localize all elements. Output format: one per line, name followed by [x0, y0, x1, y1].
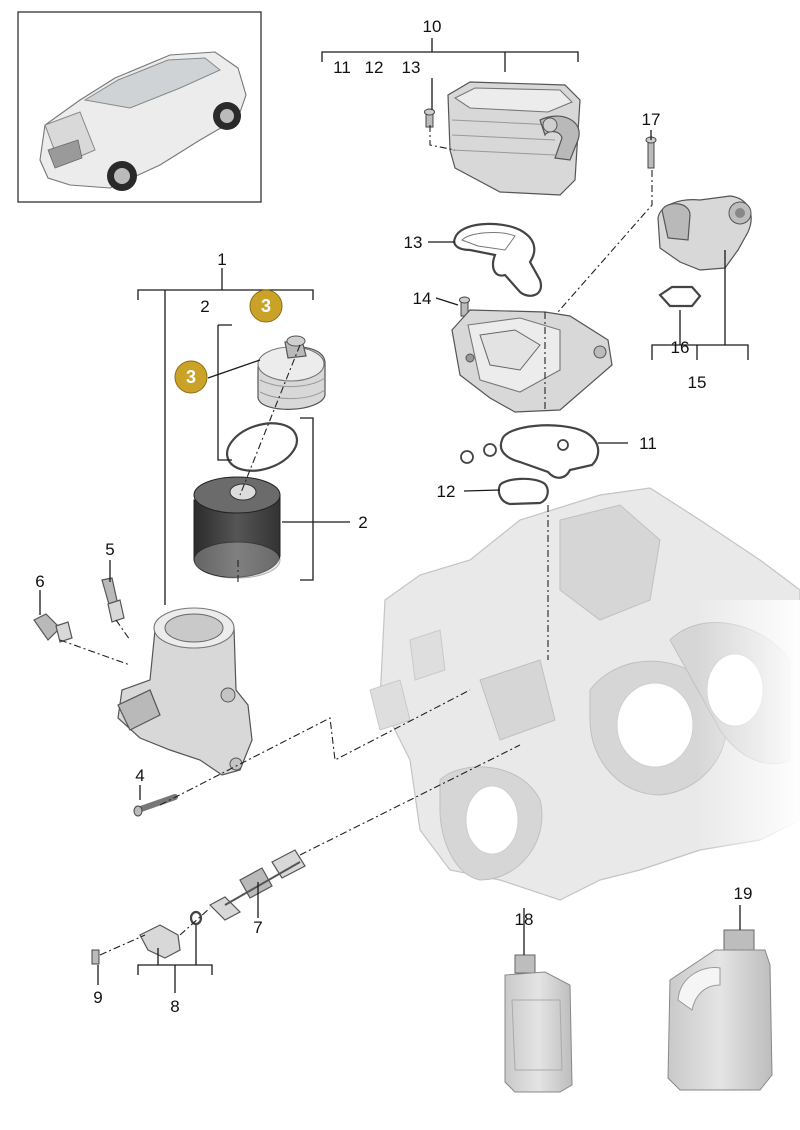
- oil-filter-housing[interactable]: [117, 607, 253, 776]
- sensor-5[interactable]: [101, 577, 125, 623]
- label-5[interactable]: 5: [105, 540, 114, 559]
- engine-block[interactable]: [369, 487, 800, 910]
- o-ring-cap[interactable]: [221, 415, 303, 479]
- label-11[interactable]: 11: [639, 434, 657, 453]
- label-10[interactable]: 10: [423, 17, 442, 36]
- sensor-6[interactable]: [33, 613, 73, 643]
- badge-3-top[interactable]: 3: [249, 289, 283, 323]
- label-13[interactable]: 13: [404, 233, 423, 252]
- oil-canister-large[interactable]: [667, 929, 773, 1091]
- label-8[interactable]: 8: [170, 997, 179, 1016]
- label-2-top[interactable]: 2: [200, 297, 209, 316]
- label-15[interactable]: 15: [688, 373, 707, 392]
- label-13-top[interactable]: 13: [402, 58, 421, 77]
- label-16[interactable]: 16: [671, 338, 690, 357]
- part-labels: 10 11 12 13 17 13 1 2 14 16 15 11 12 2 5…: [35, 17, 752, 1016]
- label-11-top[interactable]: 11: [333, 58, 351, 77]
- assembly-lines: [59, 125, 653, 956]
- label-2[interactable]: 2: [358, 513, 367, 532]
- label-1[interactable]: 1: [217, 250, 226, 269]
- svg-text:3: 3: [186, 367, 196, 387]
- label-18[interactable]: 18: [515, 910, 534, 929]
- label-14[interactable]: 14: [413, 289, 432, 308]
- gasket-11[interactable]: [460, 424, 600, 479]
- oil-bottle-small[interactable]: [504, 954, 573, 1093]
- solenoid-8[interactable]: [139, 910, 203, 959]
- bolt-13-top[interactable]: [424, 108, 435, 128]
- bolt-9[interactable]: [91, 949, 100, 965]
- label-17[interactable]: 17: [642, 110, 661, 129]
- svg-text:3: 3: [261, 296, 271, 316]
- label-12[interactable]: 12: [437, 482, 456, 501]
- label-6[interactable]: 6: [35, 572, 44, 591]
- label-19[interactable]: 19: [734, 884, 753, 903]
- label-9[interactable]: 9: [93, 988, 102, 1007]
- oil-filter-element[interactable]: [193, 476, 281, 579]
- bolt-14[interactable]: [459, 296, 470, 317]
- vehicle-thumbnail[interactable]: [17, 11, 262, 203]
- housing-15[interactable]: [657, 195, 752, 271]
- valve-7[interactable]: [209, 849, 306, 921]
- badge-3-side[interactable]: 3: [174, 360, 208, 394]
- label-12-top[interactable]: 12: [365, 58, 384, 77]
- bracket-lines: [39, 38, 749, 993]
- gasket-13[interactable]: [453, 222, 543, 297]
- oil-filter-cap[interactable]: [257, 335, 326, 410]
- label-7[interactable]: 7: [253, 918, 262, 937]
- gasket-12[interactable]: [497, 477, 549, 506]
- bolt-4[interactable]: [133, 794, 178, 817]
- label-4[interactable]: 4: [135, 766, 144, 785]
- adapter-plate[interactable]: [451, 309, 613, 413]
- oil-cooler[interactable]: [447, 81, 581, 196]
- seal-16[interactable]: [658, 285, 702, 308]
- bolt-17[interactable]: [645, 136, 657, 169]
